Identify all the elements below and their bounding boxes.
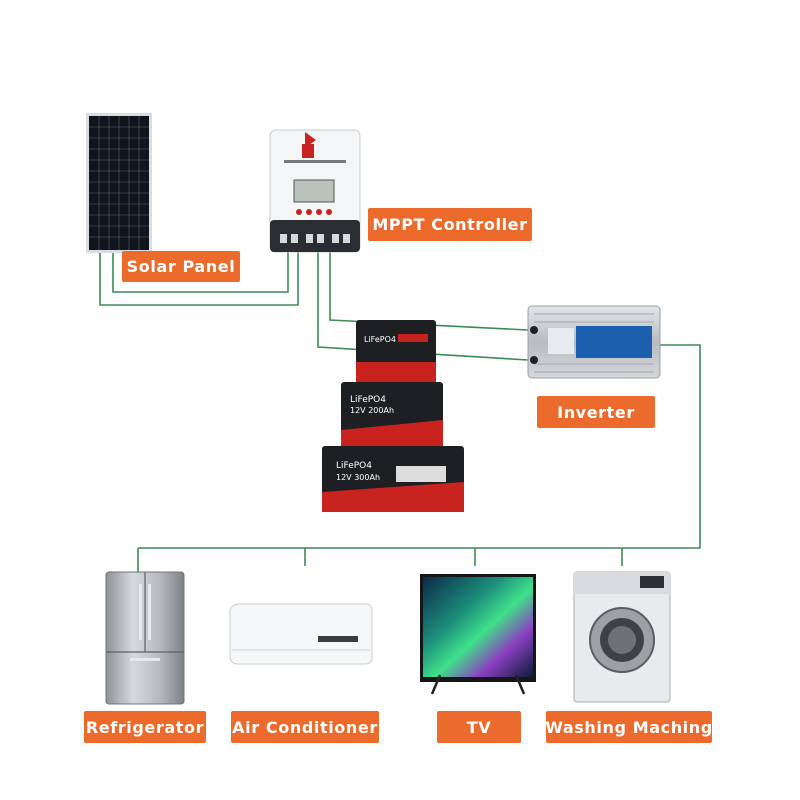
inverter-image: [527, 305, 661, 379]
solar-panel-image: [86, 113, 152, 253]
tv-image: [420, 574, 536, 695]
battery-medium-image: LiFePO4 12V 200Ah: [341, 382, 443, 450]
battery-medium-chem: LiFePO4: [350, 395, 386, 405]
solar-panel-label: Solar Panel: [122, 251, 240, 282]
tv-label: TV: [437, 711, 521, 743]
battery-small-image: LiFePO4: [356, 320, 436, 382]
refrigerator-label: Refrigerator: [84, 711, 206, 743]
battery-wire-lower: [317, 252, 529, 361]
air-conditioner-image: [229, 603, 373, 665]
refrigerator-image: [105, 571, 185, 705]
battery-medium-spec: 12V 200Ah: [350, 406, 394, 415]
battery-small-chem: LiFePO4: [364, 335, 396, 344]
air-conditioner-label: Air Conditioner: [231, 711, 379, 743]
washing-machine-image: [573, 571, 671, 703]
washing-machine-label: Washing Maching: [545, 711, 712, 743]
solar-wire-outer: [99, 250, 299, 306]
battery-large-image: LiFePO4 12V 300Ah: [322, 446, 464, 512]
inverter-label: Inverter: [537, 396, 655, 428]
mppt-controller-label: MPPT Controller: [368, 208, 532, 241]
battery-large-spec: 12V 300Ah: [336, 473, 380, 482]
mppt-controller-image: [269, 129, 361, 253]
battery-wire-upper: [329, 252, 529, 331]
wires: [99, 250, 701, 572]
inverter-output-wire: [138, 344, 701, 549]
battery-large-chem: LiFePO4: [336, 461, 372, 471]
solar-wire-inner: [112, 250, 289, 293]
